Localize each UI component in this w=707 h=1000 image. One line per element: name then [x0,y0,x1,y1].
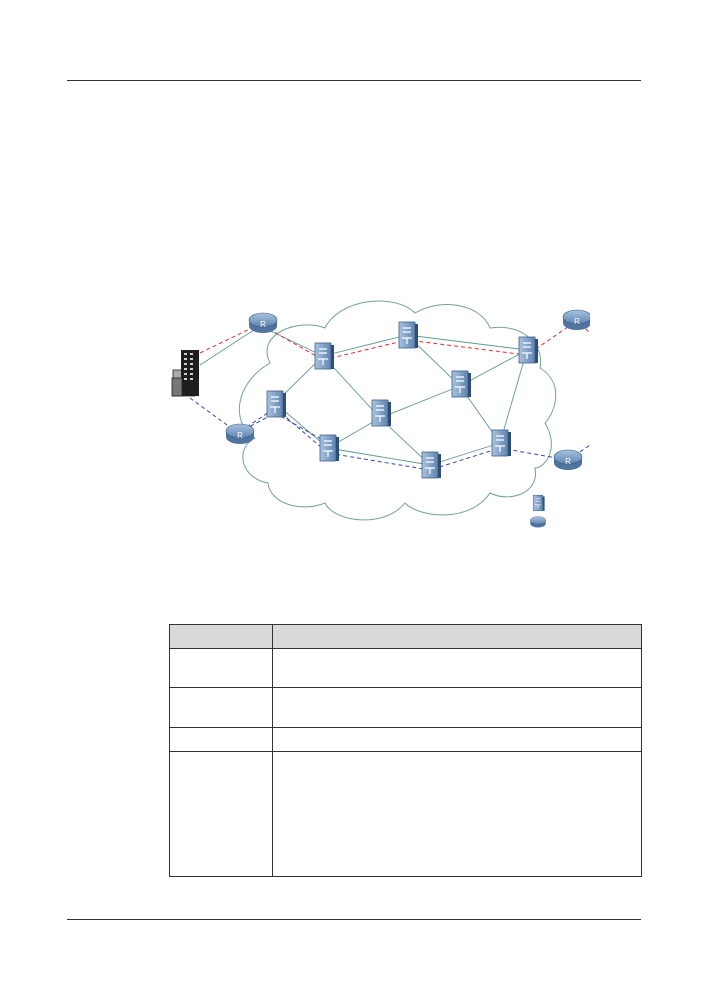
ptn-device-icon [314,342,335,370]
spec-table [169,624,642,877]
header-rule [67,80,641,81]
router-right-top: R [562,309,590,331]
legend-ptn-device-icon [532,494,545,512]
device-links [199,325,528,466]
table-row [169,751,642,877]
table-header-row [169,624,642,649]
ptn-device-icon [371,399,392,427]
ptn-device-icon [491,429,512,457]
router-left-bottom: R [225,423,255,445]
ptn-device-icon [518,336,539,364]
table-cell [169,648,273,688]
table-cell [272,727,642,752]
ptn-device-icon [451,370,472,398]
svg-text:R: R [260,320,266,329]
svg-text:R: R [237,431,243,440]
router-right-bottom: R [553,449,583,471]
table-cell [272,648,642,688]
table-header-cell [169,624,273,649]
table-cell [272,751,642,877]
svg-text:R: R [565,457,571,466]
ptn-device-icon [319,434,340,462]
footer-rule [67,919,641,920]
table-header-cell [272,624,642,649]
table-cell [272,687,642,728]
ptn-device-icon [421,451,442,479]
table-cell [169,687,273,728]
network-diagram: R R R R [171,300,590,528]
network-cloud [239,300,557,521]
ptn-device-icon [266,390,287,418]
table-cell [169,751,273,877]
svg-text:R: R [574,317,580,326]
table-row [169,687,642,728]
ptn-device-icon [398,321,419,349]
legend-router-icon [530,516,546,528]
table-row [169,727,642,752]
router-left-top: R [248,312,278,334]
diagram-legend [530,494,546,528]
table-cell [169,727,273,752]
table-row [169,648,642,688]
site-building-left-icon [171,349,200,397]
